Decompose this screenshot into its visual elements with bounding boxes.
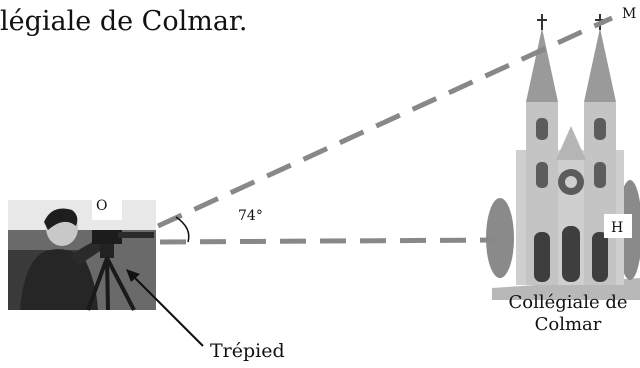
- angle-label: 74°: [238, 208, 263, 224]
- partial-heading-text: légiale de Colmar.: [0, 6, 248, 37]
- surveyor-photo: [8, 196, 156, 311]
- cathedral-illustration: [486, 14, 640, 300]
- horizontal-line-oh: [159, 237, 501, 245]
- inclined-line-om: [156, 15, 614, 229]
- point-label-h: H: [611, 220, 624, 236]
- sight-lines: [156, 15, 614, 245]
- point-label-o: O: [96, 198, 108, 214]
- tripod-label: Trépied: [210, 340, 285, 362]
- point-label-m: M: [622, 6, 637, 22]
- building-caption: Collégiale de Colmar: [508, 292, 628, 335]
- angle-arc: [175, 216, 190, 243]
- tripod-pointer-arrow: [126, 269, 204, 347]
